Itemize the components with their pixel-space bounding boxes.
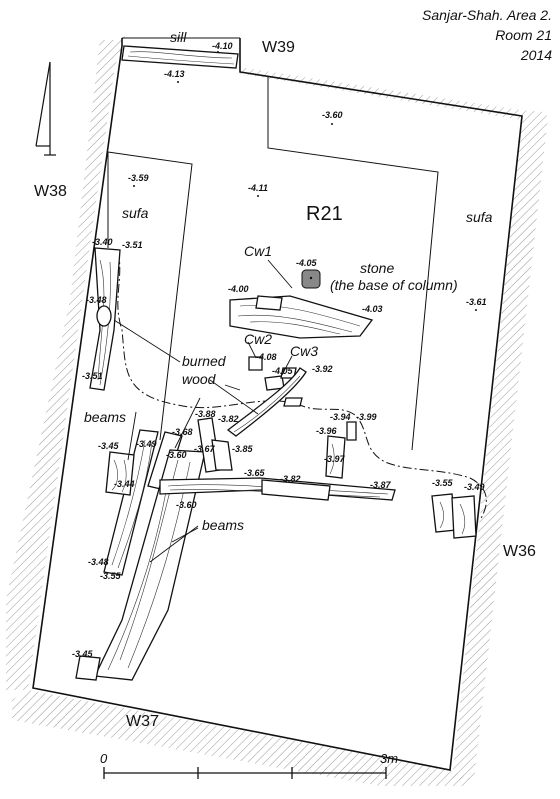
elevation-label: -3.85 — [232, 444, 254, 454]
elevation-points — [133, 51, 477, 311]
leader-lines — [113, 259, 293, 563]
elevation-label: -3.68 — [172, 427, 193, 437]
elevation-label: -4.05 — [296, 258, 318, 268]
wall-label-w38: W38 — [34, 183, 67, 200]
scale-label-end: 3m — [380, 751, 398, 766]
cw3-label: Cw3 — [290, 343, 318, 359]
elevation-label: -3.51 — [82, 371, 103, 381]
stone-label: stone — [360, 260, 394, 276]
elevation-label: -4.10 — [212, 41, 233, 51]
wood-label: wood — [182, 371, 217, 387]
elevation-label: -3.61 — [466, 297, 487, 307]
elevation-label: -3.67 — [194, 444, 216, 454]
elevation-label: -3.97 — [324, 454, 346, 464]
elevation-label: -4.13 — [164, 69, 185, 79]
elevation-label: -3.44 — [114, 479, 135, 489]
elevation-label: -3.59 — [128, 173, 149, 183]
elevation-label: -3.60 — [322, 110, 343, 120]
burned-area-outline — [117, 249, 487, 521]
wood-remains — [75, 247, 477, 681]
elevation-label: -3.92 — [312, 364, 333, 374]
beams-label-left: beams — [84, 409, 126, 425]
title-line-3: 2014 — [520, 47, 552, 63]
elevation-label: -3.48 — [86, 295, 107, 305]
elevation-label: -4.03 — [362, 304, 383, 314]
elevation-label: -3.87 — [370, 480, 392, 490]
elevation-label: -4.05 — [272, 366, 294, 376]
elevation-label: -4.11 — [248, 183, 268, 193]
elevation-label: -3.45 — [98, 441, 120, 451]
stone-column-base — [301, 269, 321, 289]
elevation-label: -3.48 — [88, 557, 109, 567]
wall-label-w36: W36 — [503, 543, 536, 560]
elevation-label: -3.55 — [100, 571, 122, 581]
elevation-label: -3.82 — [280, 474, 301, 484]
elevation-label: -3.55 — [432, 478, 454, 488]
elevation-label: -3.49 — [136, 439, 157, 449]
elevation-label: -3.99 — [356, 412, 377, 422]
title-line-1: Sanjar-Shah. Area 2. — [422, 7, 552, 23]
cw2-label: Cw2 — [244, 331, 272, 347]
elevation-label: -3.82 — [218, 414, 239, 424]
burned-label: burned — [182, 353, 227, 369]
elevation-label: -4.00 — [228, 284, 249, 294]
elevation-label: -3.88 — [195, 409, 216, 419]
elevation-label: -3.49 — [464, 482, 485, 492]
elevation-label: -3.60 — [166, 450, 187, 460]
scale-bar — [103, 767, 387, 779]
elevation-label: -3.60 — [176, 500, 197, 510]
beams-label-lower: beams — [202, 517, 244, 533]
elevation-label: -4.08 — [256, 352, 277, 362]
scale-label-start: 0 — [100, 751, 108, 766]
elevation-label: -3.40 — [92, 237, 113, 247]
wall-label-w39: W39 — [262, 39, 295, 56]
sufa-label-left: sufa — [122, 205, 149, 221]
elevation-labels: -4.10 -4.13 -3.60 -3.59 -4.11 -3.40 -3.5… — [72, 41, 487, 659]
title-line-2: Room 21 — [495, 27, 552, 43]
sill-label: sill — [170, 29, 187, 45]
room-outline — [32, 37, 523, 771]
wall-label-w37: W37 — [126, 713, 159, 730]
north-arrow-icon — [35, 61, 56, 156]
elevation-label: -3.45 — [72, 649, 94, 659]
sill-beam — [121, 45, 239, 69]
room-label: R21 — [306, 203, 343, 225]
elevation-label: -3.94 — [330, 412, 351, 422]
elevation-label: -3.65 — [244, 468, 266, 478]
elevation-label: -3.96 — [316, 426, 338, 436]
elevation-label: -3.51 — [122, 240, 143, 250]
stone-base-label: (the base of column) — [330, 277, 458, 293]
sufa-outlines — [107, 76, 439, 451]
sufa-label-right: sufa — [466, 209, 493, 225]
cw1-label: Cw1 — [244, 243, 272, 259]
